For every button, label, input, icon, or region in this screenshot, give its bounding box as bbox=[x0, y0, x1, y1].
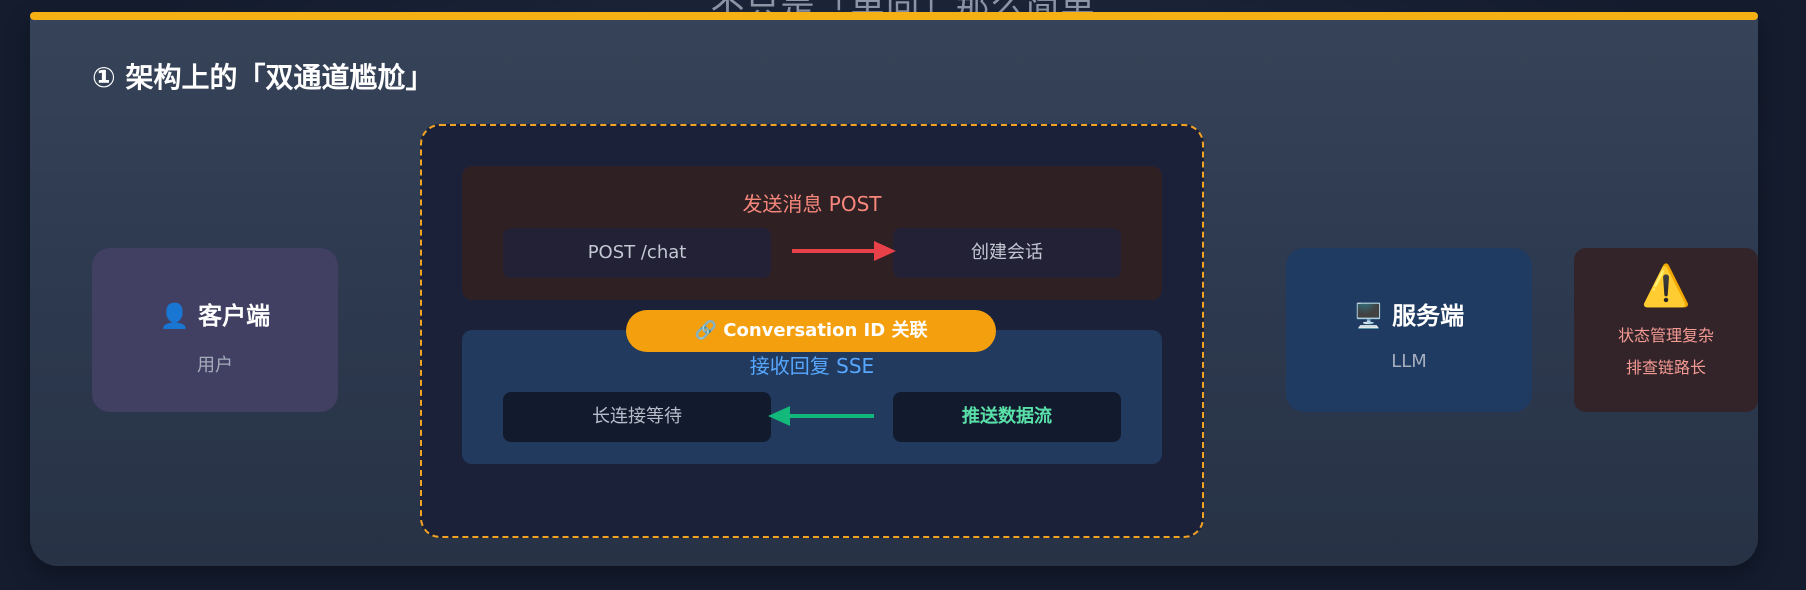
post-chat-box: POST /chat bbox=[503, 228, 771, 278]
long-connection-box: 长连接等待 bbox=[503, 392, 771, 442]
warning-icon: ⚠️ bbox=[1641, 263, 1691, 309]
warning-line-2: 排查链路长 bbox=[1625, 358, 1706, 377]
client-sub: 用户 bbox=[197, 355, 233, 376]
section-title: ① 架构上的「双通道尴尬」 bbox=[92, 61, 434, 94]
warning-node: ⚠️ 状态管理复杂 排查链路长 bbox=[1574, 248, 1758, 412]
push-stream-box: 推送数据流 bbox=[893, 392, 1121, 442]
desktop-computer-icon: 🖥️ bbox=[1353, 302, 1384, 330]
conversation-id-label: Conversation ID 关联 bbox=[723, 320, 928, 341]
client-label-row: 👤 客户端 bbox=[92, 296, 338, 331]
server-label-row: 🖥️ 服务端 bbox=[1286, 296, 1532, 331]
create-session-box: 创建会话 bbox=[893, 228, 1121, 278]
post-channel-title: 发送消息 POST bbox=[742, 192, 882, 216]
server-sub: LLM bbox=[1391, 351, 1427, 372]
client-node: 👤 客户端 用户 bbox=[92, 248, 338, 412]
sse-arrow bbox=[768, 406, 874, 426]
warning-line-1: 状态管理复杂 bbox=[1617, 326, 1714, 345]
accent-bar bbox=[30, 12, 1758, 20]
person-icon: 👤 bbox=[159, 302, 190, 330]
sse-channel-title: 接收回复 SSE bbox=[749, 354, 875, 378]
post-arrow bbox=[792, 241, 896, 261]
server-label: 服务端 bbox=[1392, 302, 1465, 330]
link-icon: 🔗 bbox=[694, 320, 717, 341]
server-node: 🖥️ 服务端 LLM bbox=[1286, 248, 1532, 412]
conversation-id-pill: 🔗 Conversation ID 关联 bbox=[626, 310, 996, 352]
client-label: 客户端 bbox=[198, 302, 271, 330]
